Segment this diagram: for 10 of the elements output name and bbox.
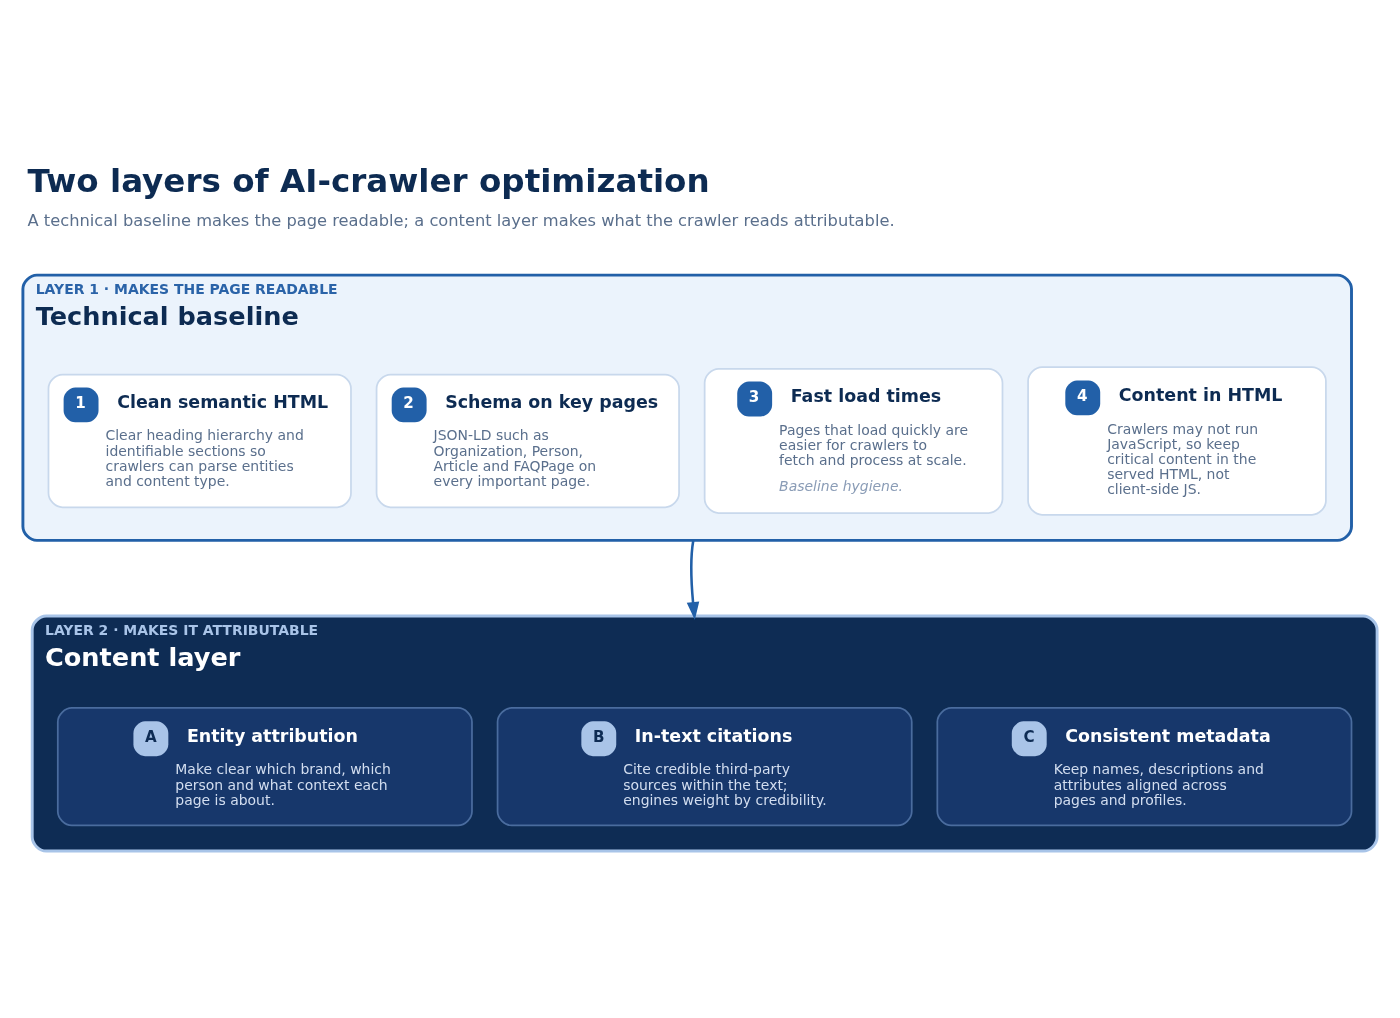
node-box: 4 Content in HTML Crawlers may not run JavaScript, so keep critical content in the served HTML, not client-side JS.: [1027, 366, 1327, 516]
node-box: B In-text citations Cite credible third-party sources within the text; engines weight by credibility.: [496, 707, 913, 827]
arrow: [686, 540, 700, 620]
node-box: 1 Clean semantic HTML Clear heading hierarchy and identifiable sections so crawlers can parse entities and content type.: [47, 373, 352, 509]
node-box: A Entity attribution Make clear which brand, which person and what context each page is about.: [56, 707, 473, 827]
node-box: 2 Schema on key pages JSON-LD such as Organization, Person, Article and FAQPage on every important page.: [375, 373, 680, 509]
node-box: 3 Fast load times Pages that load quickly are easier for crawlers to fetch and process at scale. Baseline hygiene.: [703, 367, 1004, 514]
caption: A technical baseline makes the page readable; a content layer makes what the crawler reads attributable.: [27, 210, 895, 230]
diagram-title: Two layers of AI-crawler optimization: [27, 162, 710, 201]
node-box: C Consistent metadata Keep names, descriptions and attributes aligned across pages and profiles.: [936, 707, 1353, 827]
